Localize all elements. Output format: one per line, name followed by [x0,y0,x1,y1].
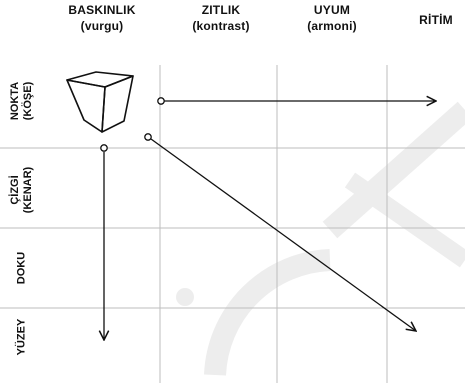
row-title: DOKU [16,252,29,284]
column-subtitle: (kontrast) [192,18,249,34]
row-title: ÇİZGİ [9,167,22,213]
column-title: RİTİM [419,12,453,28]
row-title: YÜZEY [16,319,29,356]
arrow-diagonal-start-dot [145,134,151,140]
column-header-zitlik: ZITLIK (kontrast) [192,2,249,34]
arrow-horizontal [158,98,436,104]
column-header-uyum: UYUM (armoni) [307,2,357,34]
column-subtitle: (vurgu) [68,18,135,34]
row-title: NOKTA [9,82,22,121]
column-header-ritim: RİTİM [419,12,453,28]
column-subtitle: (armoni) [307,18,357,34]
row-subtitle: (KENAR) [22,167,35,213]
row-header-doku: DOKU [16,252,29,284]
arrow-vertical-start-dot [101,145,107,151]
row-subtitle: (KÖŞE) [22,82,35,121]
arrow-horizontal-start-dot [158,98,164,104]
column-title: UYUM [307,2,357,18]
row-header-cizgi: ÇİZGİ (KENAR) [9,167,35,213]
column-title: ZITLIK [192,2,249,18]
arrow-diagonal [145,134,416,331]
column-title: BASKINLIK [68,2,135,18]
arrow-vertical [101,145,107,340]
row-header-nokta: NOKTA (KÖŞE) [9,82,35,121]
cube-icon [67,72,133,132]
row-header-yuzey: YÜZEY [16,319,29,356]
column-header-baskinlik: BASKINLIK (vurgu) [68,2,135,34]
